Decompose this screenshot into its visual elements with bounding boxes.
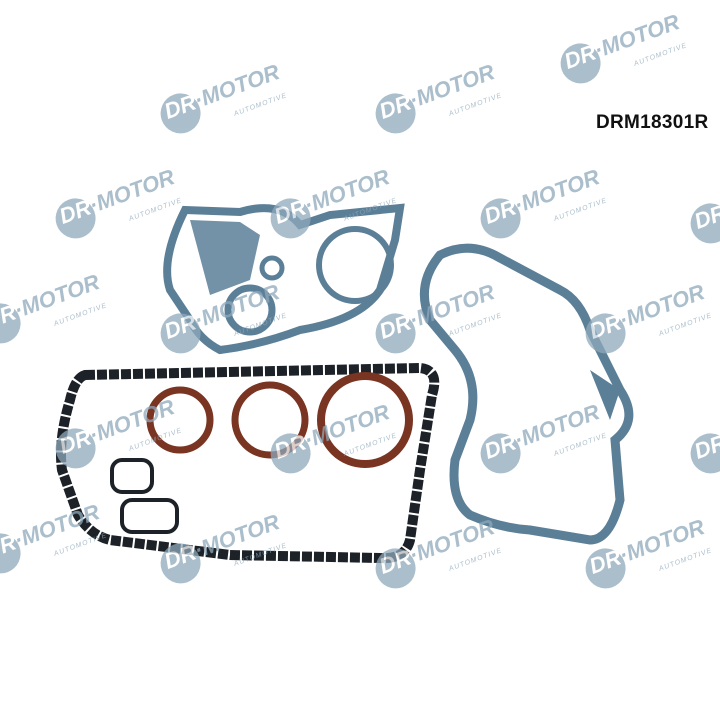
product-code: DRM18301R xyxy=(596,112,709,133)
front-cover-gasket-ring xyxy=(224,284,276,336)
water-pump-gasket xyxy=(316,226,394,304)
crankshaft-seal-large xyxy=(317,372,413,468)
timing-cover-gasket xyxy=(419,243,634,545)
oil-cooler-gasket-2 xyxy=(120,498,179,534)
timing-cover-gasket-tab xyxy=(590,370,620,420)
front-cover-gasket-hole xyxy=(259,255,285,281)
front-cover-gasket-plate xyxy=(190,220,260,295)
crankshaft-seal-small xyxy=(146,386,214,454)
oil-pan-gasket xyxy=(56,362,440,564)
oil-cooler-gasket-1 xyxy=(110,458,154,494)
